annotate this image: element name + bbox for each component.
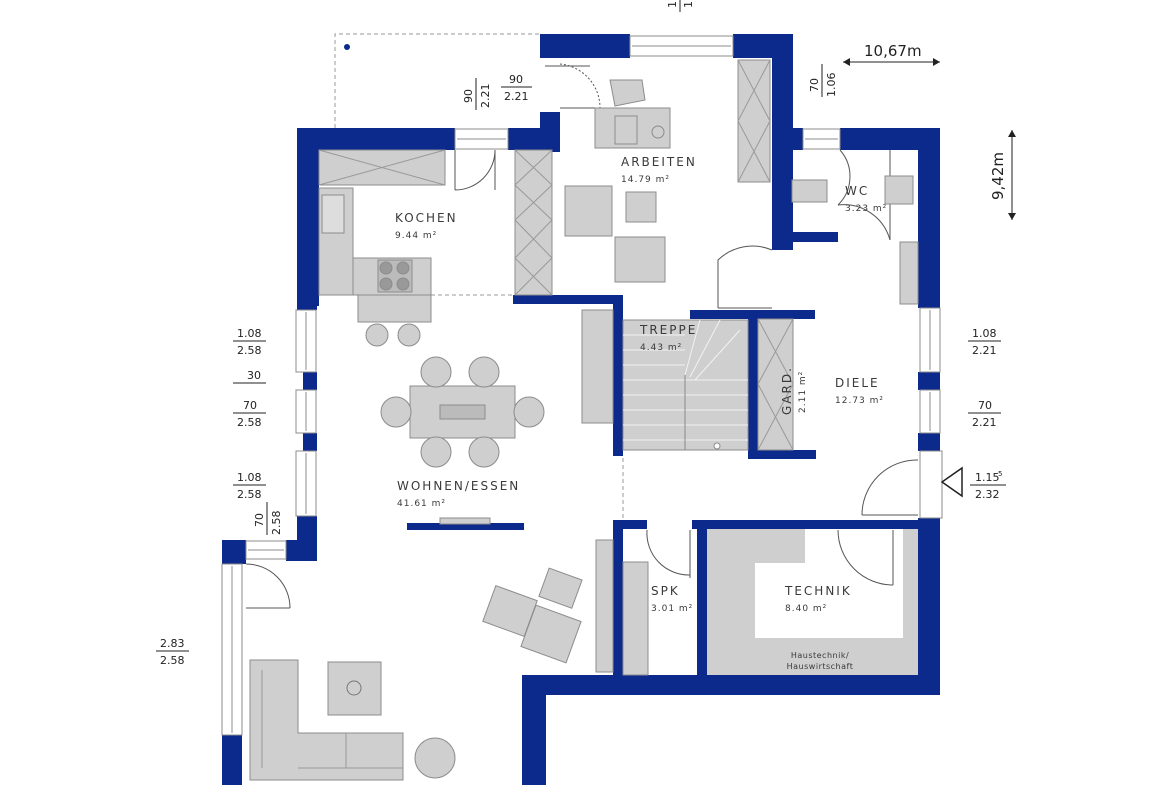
kitchen-island [357, 294, 432, 323]
tall-cabinets [514, 149, 553, 296]
room-name-garderobe: GARD. [780, 366, 794, 415]
room-name-kochen: KOCHEN [395, 211, 458, 225]
dim-top-win1-top: 90 [462, 89, 475, 103]
overall-width: 10,67m [864, 42, 922, 60]
dim-entrance-sup: 5 [998, 470, 1002, 478]
round-side-table [414, 737, 456, 779]
room-area-spk: 3.01 m² [651, 604, 693, 614]
dim-left-win3-bottom: 2.58 [237, 488, 262, 501]
tv-sideboard [595, 539, 614, 673]
kitchen-sink [321, 194, 345, 234]
dim-left-win5-top: 2.83 [160, 637, 185, 650]
spk-shelf [622, 561, 649, 676]
room-name-spk: SPK [651, 584, 680, 598]
dim-clipped-top: 1. [666, 0, 679, 8]
dim-left-win1-bottom: 2.58 [237, 344, 262, 357]
dim-left-win3-top: 1.08 [237, 471, 262, 484]
technik-note-2: Hauswirtschaft [787, 662, 854, 671]
dim-top-win2-top: 90 [509, 73, 523, 86]
terrace-outline [334, 33, 540, 128]
room-area-wohnen: 41.61 m² [397, 499, 446, 509]
armchair [564, 185, 613, 237]
dim-left-win2-bottom: 2.58 [237, 416, 262, 429]
dim-left-pier: 30 [247, 369, 261, 382]
technik-note-1: Haustechnik/ [791, 651, 849, 660]
terrace-post [344, 44, 350, 50]
dim-right-win2-top: 70 [978, 399, 992, 412]
office-chair [609, 79, 646, 107]
dim-wc-win-top: 70 [808, 78, 821, 92]
walls [222, 34, 940, 785]
fireplace [439, 517, 491, 525]
room-name-wc: WC [845, 184, 869, 198]
dim-left-win2-top: 70 [243, 399, 257, 412]
desk-chair [614, 115, 638, 145]
room-area-diele: 12.73 m² [835, 396, 884, 406]
entrance-arrow [940, 466, 963, 498]
dim-clipped-bottom: 1. [682, 0, 695, 8]
l-sofa [249, 659, 404, 781]
lounge-chair [520, 604, 582, 664]
room-area-kochen: 9.44 m² [395, 231, 437, 241]
dim-entrance-top: 1.15 [975, 471, 1000, 484]
room-area-wc: 3.23 m² [845, 204, 887, 214]
bar-stool [397, 323, 421, 347]
dashed-lines [319, 294, 624, 520]
dim-right-win2-bottom: 2.21 [972, 416, 997, 429]
overall-depth: 9,42m [989, 152, 1007, 200]
coffee-table [327, 661, 382, 716]
dim-entrance-bottom: 2.32 [975, 488, 1000, 501]
dim-right-win1-top: 1.08 [972, 327, 997, 340]
room-name-technik: TECHNIK [784, 584, 852, 598]
diele-cabinet [899, 241, 919, 305]
dim-left-win4-bottom: 2.58 [270, 511, 283, 536]
bar-stool [365, 323, 389, 347]
dim-top-win2-bottom: 2.21 [504, 90, 529, 103]
dim-top-win1-bottom: 2.21 [479, 84, 492, 109]
door-swings [245, 63, 919, 609]
dim-left-win5-bottom: 2.58 [160, 654, 185, 667]
office-shelf [737, 59, 771, 183]
wc-basin [884, 175, 914, 205]
dim-left-win1-top: 1.08 [237, 327, 262, 340]
room-area-garderobe: 2.11 m² [798, 371, 808, 413]
dimension-annotations: 10,67m 9,42m 1. 1. 90 2.21 90 2.21 70 1.… [156, 0, 1016, 667]
wc-toilet [791, 179, 828, 203]
dim-right-win1-bottom: 2.21 [972, 344, 997, 357]
furniture [249, 59, 919, 781]
room-name-diele: DIELE [835, 376, 880, 390]
dim-wc-win-bottom: 1.06 [825, 73, 838, 98]
staircase [622, 319, 749, 451]
sideboard [581, 309, 614, 424]
ottoman [538, 567, 583, 609]
side-table [625, 191, 657, 223]
room-name-wohnen: WOHNEN/ESSEN [397, 479, 520, 493]
windows [221, 35, 943, 736]
dim-left-win4-top: 70 [253, 513, 266, 527]
room-area-technik: 8.40 m² [785, 604, 827, 614]
room-name-treppe: TREPPE [639, 323, 697, 337]
room-name-arbeiten: ARBEITEN [621, 155, 697, 169]
room-area-arbeiten: 14.79 m² [621, 175, 670, 185]
armchair [614, 236, 666, 283]
technik-utility [707, 529, 918, 675]
room-area-treppe: 4.43 m² [640, 343, 682, 353]
